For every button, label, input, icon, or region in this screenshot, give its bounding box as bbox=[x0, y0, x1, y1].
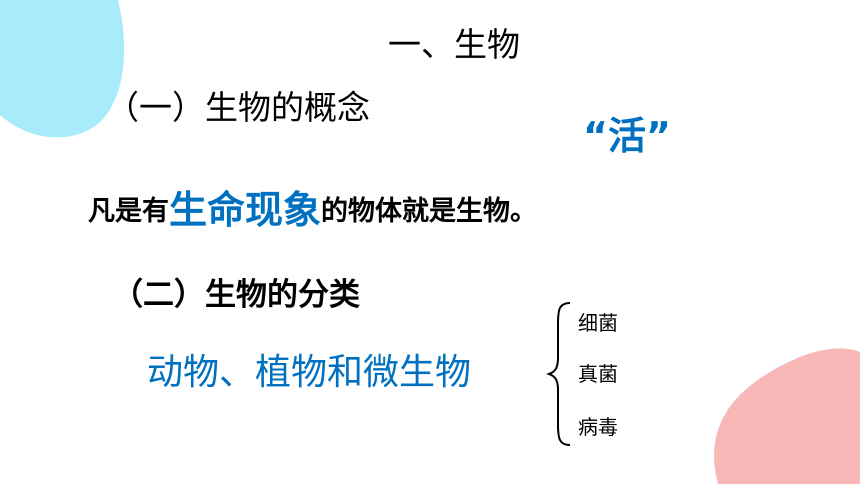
decorative-cyan-blob bbox=[0, 0, 125, 138]
microbe-item-fungi: 真菌 bbox=[578, 362, 618, 386]
definition-suffix: 的物体就是生物。 bbox=[321, 196, 538, 227]
definition-prefix: 凡是有 bbox=[88, 196, 169, 227]
organism-categories: 动物、植物和微生物 bbox=[147, 352, 472, 393]
curly-brace bbox=[546, 302, 571, 446]
definition-emphasis: 生命现象 bbox=[169, 188, 322, 232]
microbe-item-bacteria: 细菌 bbox=[578, 311, 618, 335]
microbe-item-virus: 病毒 bbox=[578, 415, 618, 439]
slide-title: 一、生物 bbox=[388, 25, 520, 64]
definition-sentence: 凡是有生命现象的物体就是生物。 bbox=[88, 191, 537, 229]
section-heading-concept: （一）生物的概念 bbox=[106, 88, 370, 127]
section-heading-classification: （二）生物的分类 bbox=[112, 277, 360, 313]
highlight-word: “活” bbox=[583, 114, 671, 158]
decorative-pink-blob bbox=[714, 348, 860, 484]
